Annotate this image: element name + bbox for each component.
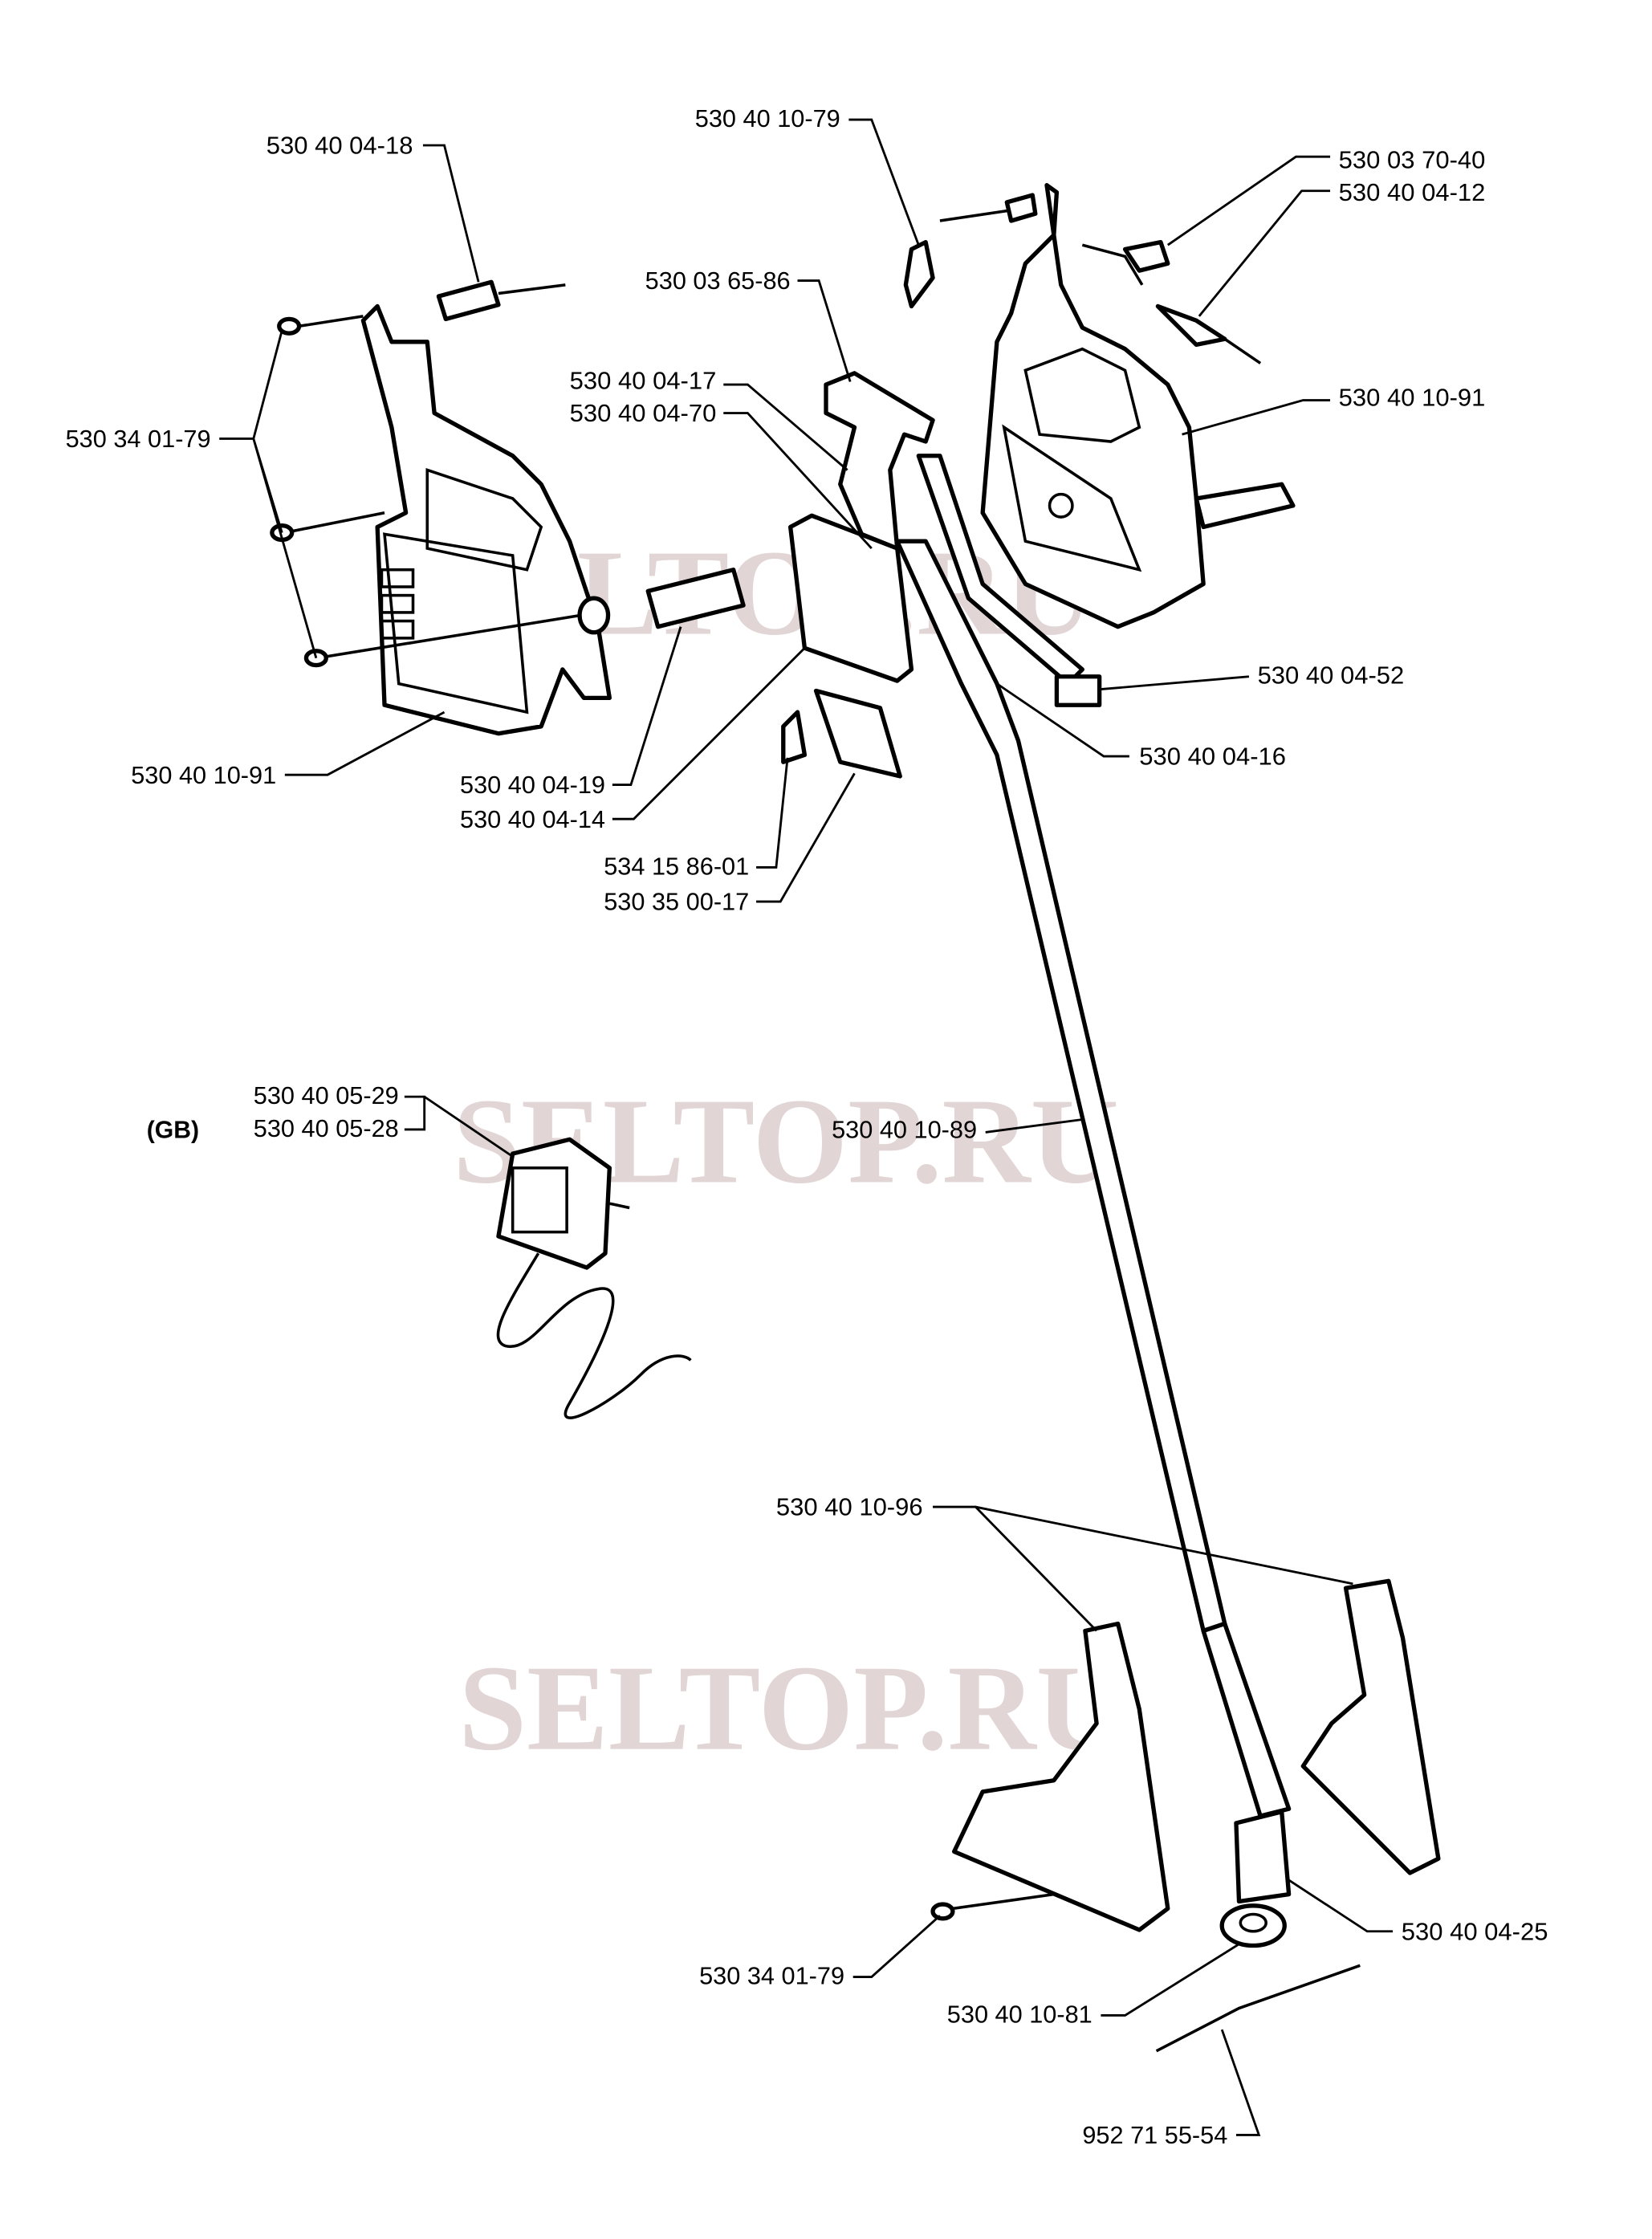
- left-housing-half: [360, 303, 612, 736]
- decals: [781, 688, 902, 779]
- part-label: 530 40 04-70: [570, 401, 717, 427]
- region-note: (GB): [147, 1117, 199, 1144]
- trimmer-line: [1155, 1964, 1361, 2053]
- guard-left: [952, 1621, 1170, 1932]
- part-label: 534 15 86-01: [604, 853, 749, 880]
- part-labels: 530 40 04-18 530 40 10-79 530 03 70-40 5…: [66, 106, 1548, 2149]
- part-label: 530 40 04-12: [1339, 180, 1486, 206]
- shaft: [895, 454, 1292, 1818]
- part-label: 530 40 10-79: [695, 106, 840, 132]
- charger: [496, 1137, 692, 1419]
- part-label: 530 35 00-17: [604, 889, 749, 916]
- battery-pack: [787, 371, 935, 683]
- spacer-top: [436, 279, 566, 322]
- part-label: 530 40 10-91: [131, 763, 276, 789]
- part-label: 530 40 05-28: [254, 1116, 399, 1142]
- right-housing-half: [980, 183, 1296, 629]
- spacer-middle: [577, 568, 746, 635]
- part-label: 530 34 01-79: [699, 1963, 844, 1989]
- part-label: 530 40 10-96: [776, 1495, 923, 1521]
- part-label: 530 40 04-18: [267, 133, 413, 160]
- guard-right: [1300, 1578, 1441, 1875]
- part-label: 952 71 55-54: [1082, 2123, 1227, 2149]
- switch-parts: [903, 193, 1262, 364]
- part-label: 530 03 65-86: [645, 268, 791, 295]
- part-label: 530 40 10-91: [1339, 385, 1486, 412]
- part-label: 530 40 05-29: [254, 1083, 399, 1109]
- part-label: 530 40 04-17: [570, 368, 717, 394]
- part-label: 530 40 04-52: [1258, 663, 1405, 690]
- part-label: 530 40 04-14: [460, 807, 605, 833]
- watermark: SELTOP.RU: [458, 1641, 1125, 1777]
- part-label: 530 03 70-40: [1339, 147, 1486, 173]
- part-label: 530 40 04-16: [1139, 744, 1286, 771]
- part-label: 530 34 01-79: [66, 426, 211, 453]
- part-label: 530 40 04-19: [460, 772, 605, 799]
- part-label: 530 40 10-81: [947, 2001, 1093, 2028]
- motor-unit: [1219, 1810, 1292, 1948]
- screw-bottom: [930, 1892, 1055, 1921]
- screws-left: [270, 315, 599, 668]
- leader-lines: [219, 118, 1394, 2136]
- part-label: 530 40 10-89: [832, 1117, 977, 1144]
- part-label: 530 40 04-25: [1402, 1919, 1548, 1945]
